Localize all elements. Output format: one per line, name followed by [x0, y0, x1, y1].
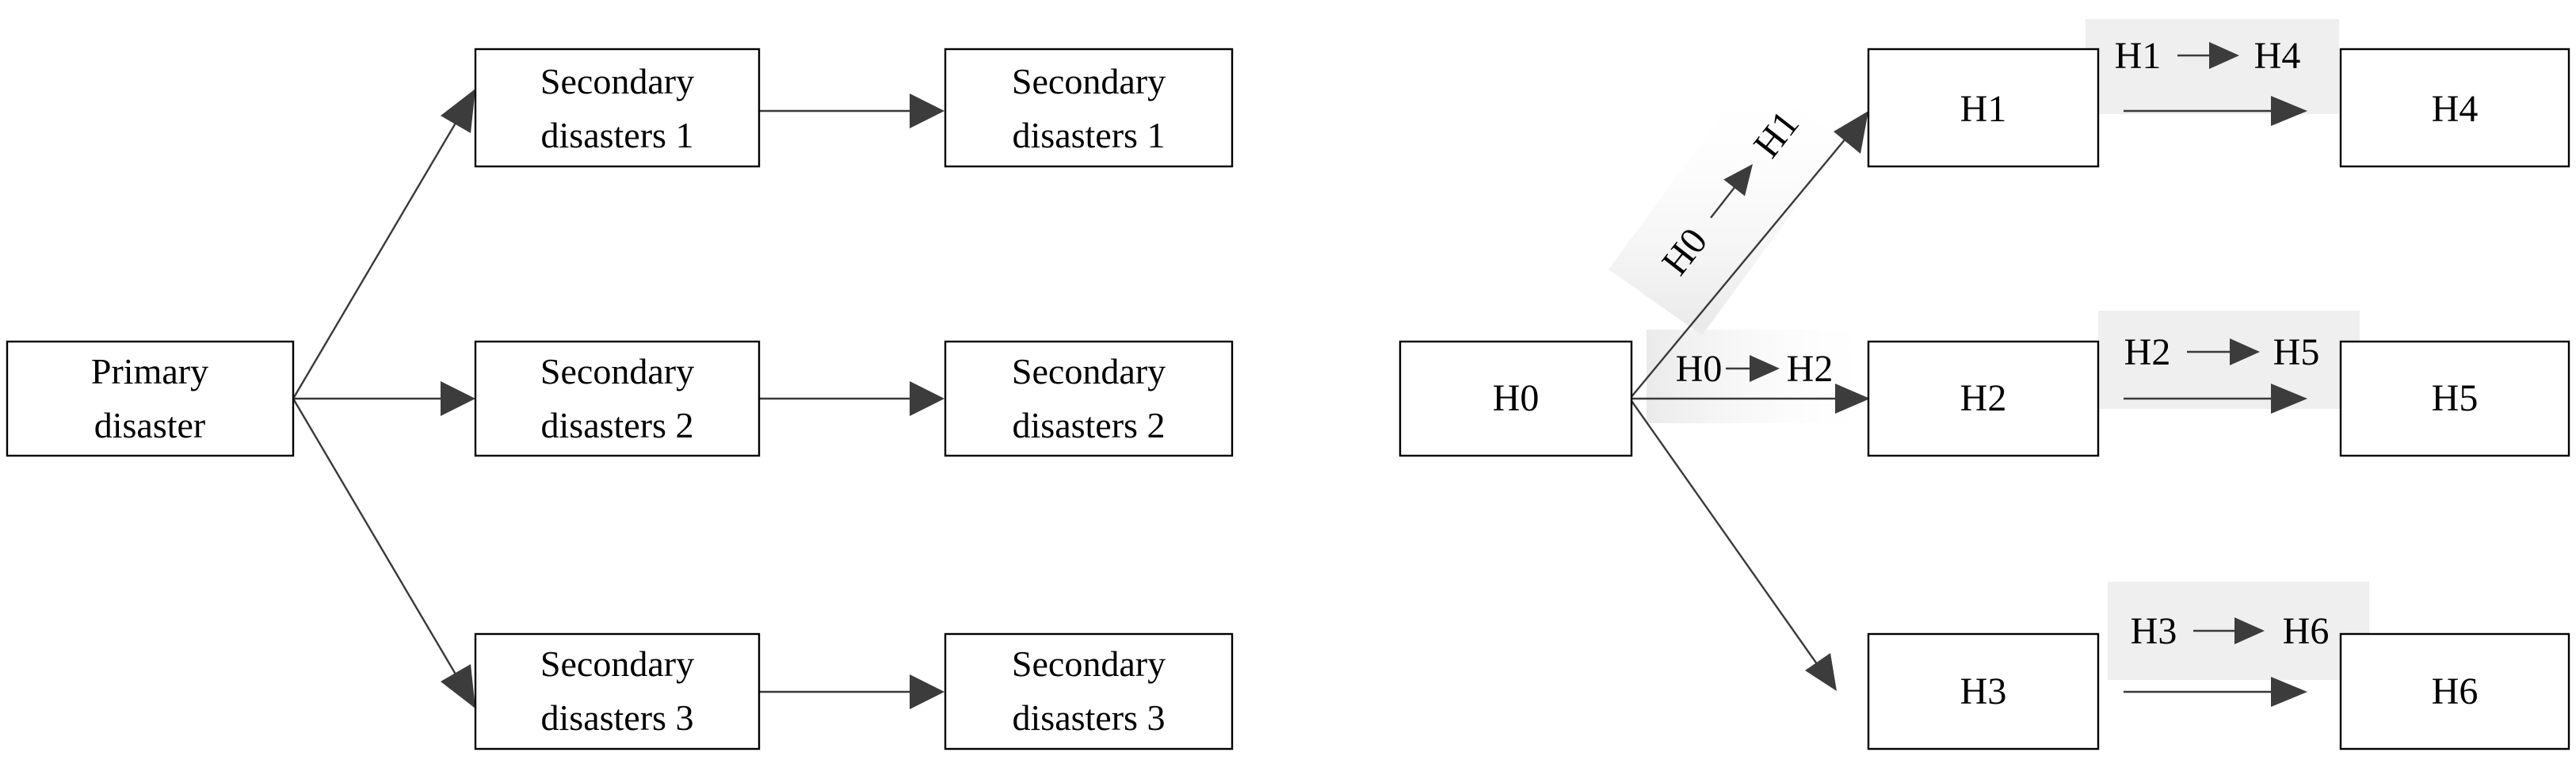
arrowhead	[441, 89, 475, 133]
shade-h0-h1	[1609, 75, 1845, 335]
node-h2: H2	[1867, 340, 2100, 457]
secondary-disaster-node-2: Secondary disasters 2	[474, 340, 761, 457]
node-label-line-2: disasters 2	[541, 405, 694, 445]
node-label: H4	[2432, 88, 2479, 130]
next-disaster-node-3: Secondary disasters 3	[944, 632, 1234, 750]
arrowhead	[2271, 677, 2307, 707]
node-h6: H6	[2339, 632, 2570, 750]
node-label-line-2: disasters 3	[1013, 697, 1166, 738]
node-label: H0	[1493, 377, 1540, 419]
node-label: H6	[2432, 670, 2479, 712]
edge-label-from: H3	[2131, 610, 2177, 652]
secondary-disaster-node-1: Secondary disasters 1	[474, 48, 761, 168]
edge-label-to: H5	[2273, 331, 2320, 373]
node-h5: H5	[2339, 340, 2570, 457]
arrowhead	[1834, 111, 1868, 154]
node-label-line-1: Secondary	[540, 351, 694, 391]
node-label-line-1: Secondary	[1012, 351, 1166, 391]
node-label: H1	[1960, 88, 2007, 130]
left-diagram: Primary disaster Secondary disasters 1 S…	[6, 48, 1234, 750]
arrowhead	[910, 94, 945, 128]
edge-label-h1-h4: H1 H4	[2115, 35, 2301, 77]
edge-label-h0-h2: H0 H2	[1676, 348, 1834, 390]
node-label-line-2: disaster	[94, 405, 206, 445]
arrow-primary-to-secondary-1	[292, 110, 464, 399]
node-h4: H4	[2339, 48, 2570, 168]
arrowhead	[1835, 384, 1870, 414]
right-connectors	[1629, 96, 2307, 707]
next-disaster-node-2: Secondary disasters 2	[944, 340, 1234, 457]
arrowhead	[2230, 338, 2260, 365]
edge-label-from: H1	[2115, 35, 2162, 77]
secondary-disaster-node-3: Secondary disasters 3	[474, 632, 761, 750]
left-connectors	[292, 89, 945, 709]
edge-label-from: H2	[2124, 331, 2171, 373]
edge-label-from: H0	[1676, 348, 1723, 390]
edge-label-to: H6	[2283, 610, 2330, 652]
arrow-primary-to-secondary-3	[292, 398, 464, 687]
right-diagram: H0 H1 H2 H3 H4 H5 H6 H0	[1399, 19, 2570, 750]
node-label-line-1: Secondary	[540, 644, 694, 684]
arrowhead	[1805, 653, 1837, 691]
node-label-line-2: disasters 1	[541, 115, 694, 155]
arrowhead	[1750, 355, 1780, 382]
node-label: H2	[1960, 377, 2007, 419]
node-h0: H0	[1399, 340, 1633, 457]
next-disaster-node-1: Secondary disasters 1	[944, 48, 1234, 168]
edge-label-h3-h6: H3 H6	[2131, 610, 2330, 652]
arrowhead	[1723, 164, 1754, 197]
arrowhead	[910, 674, 945, 709]
node-h1: H1	[1867, 48, 2100, 168]
node-label-line-2: disasters 3	[541, 697, 694, 738]
edge-label-arrow	[1710, 185, 1738, 219]
arrow-h0-to-h1	[1629, 132, 1851, 399]
shade-h2-h5	[2098, 311, 2360, 409]
node-h3: H3	[1867, 632, 2100, 750]
node-label-line-1: Secondary	[1012, 61, 1166, 101]
arrow-h0-to-h3	[1629, 398, 1820, 668]
edge-label-to: H4	[2254, 35, 2301, 77]
node-label-line-1: Primary	[91, 351, 208, 391]
arrowhead	[910, 381, 945, 416]
arrowhead	[2234, 617, 2265, 644]
arrowhead	[2271, 96, 2307, 126]
label-shading	[1609, 19, 2369, 680]
node-label: H3	[1960, 670, 2007, 712]
node-label-line-2: disasters 1	[1013, 115, 1166, 155]
arrowhead	[2271, 384, 2307, 414]
node-label-line-2: disasters 2	[1013, 405, 1166, 445]
primary-disaster-node: Primary disaster	[6, 340, 295, 457]
edge-label-to: H2	[1787, 348, 1834, 390]
edge-label-h2-h5: H2 H5	[2124, 331, 2320, 373]
arrowhead	[2209, 42, 2239, 69]
arrowhead	[441, 381, 475, 416]
node-label-line-1: Secondary	[1012, 644, 1166, 684]
node-label: H5	[2432, 377, 2479, 419]
arrowhead	[441, 664, 475, 708]
node-label-line-1: Secondary	[540, 61, 694, 101]
